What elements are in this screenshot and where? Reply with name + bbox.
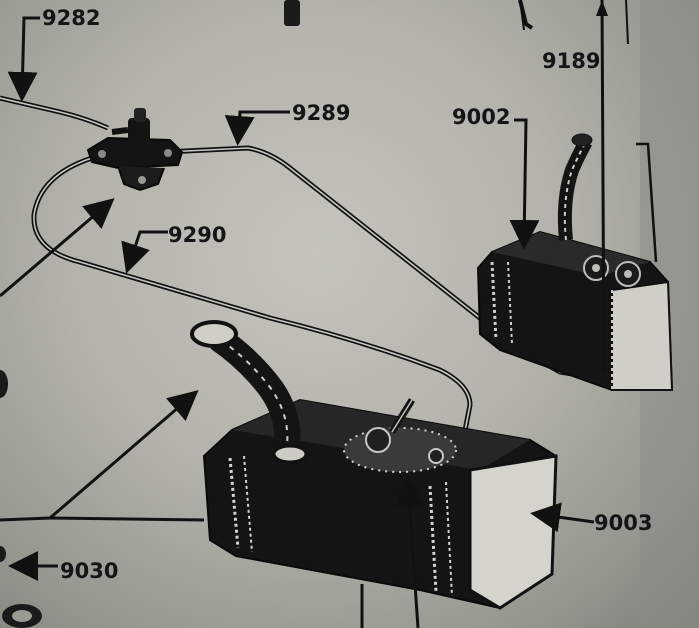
leader-9282 (7, 16, 40, 102)
leader-right-edge (636, 142, 658, 263)
fuel-tank-9003 (190, 320, 558, 610)
part-label-9189: 9189 (542, 49, 600, 73)
top-fitting-partial (284, 0, 300, 26)
part-label-9030: 9030 (60, 559, 118, 583)
leader-valve-arrow (0, 198, 115, 298)
fuel-tank-9002 (476, 133, 674, 391)
leader-sender-arrow (394, 476, 425, 628)
part-label-9002: 9002 (452, 105, 510, 129)
part-label-9289: 9289 (292, 101, 350, 125)
part-label-9003: 9003 (594, 511, 652, 535)
part-label-9290: 9290 (168, 223, 226, 247)
leader-9189 (596, 0, 608, 373)
leader-filler-neck-arrow (0, 390, 205, 522)
leader-9002 (509, 118, 540, 250)
fuel-line-9290 (31, 155, 473, 447)
fuel-selector-valve (86, 108, 184, 192)
leader-9289 (224, 110, 290, 146)
leader-9290 (121, 230, 168, 274)
leader-top-right (519, 0, 629, 45)
part-label-9282: 9282 (42, 6, 100, 30)
leader-9003 (530, 502, 595, 533)
left-edge-partial-parts (0, 370, 42, 628)
